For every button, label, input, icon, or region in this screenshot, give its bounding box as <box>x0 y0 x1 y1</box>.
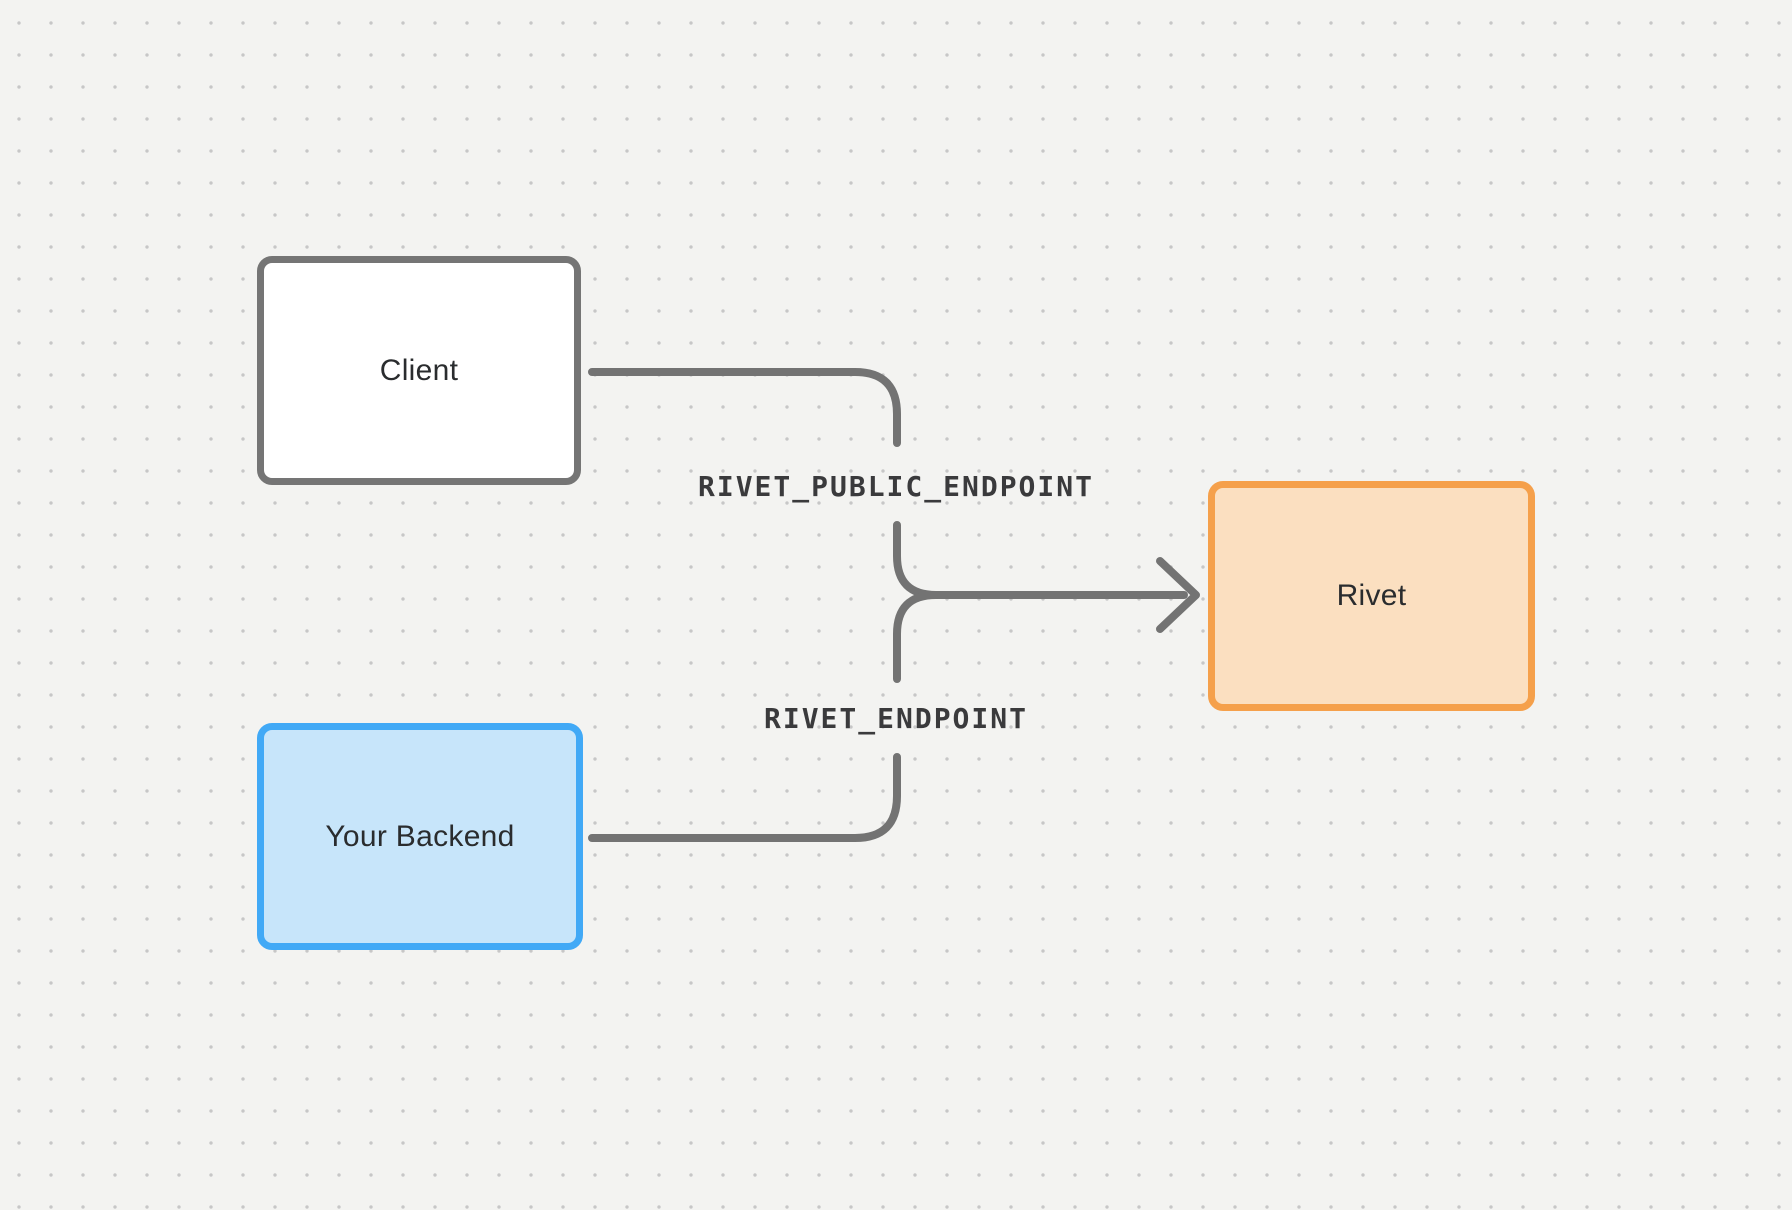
node-client: Client <box>257 256 581 485</box>
edge-label-rivet-public-endpoint: RIVET_PUBLIC_ENDPOINT <box>697 469 1094 503</box>
node-rivet: Rivet <box>1208 481 1535 711</box>
node-your-backend-label: Your Backend <box>325 819 515 853</box>
node-client-label: Client <box>379 353 459 387</box>
node-your-backend: Your Backend <box>257 723 583 950</box>
backend-wire-upper-segment-to-merge <box>893 591 940 683</box>
node-rivet-label: Rivet <box>1336 579 1407 612</box>
backend-wire-lower-segment <box>588 753 901 842</box>
client-wire-lower-segment-to-merge <box>893 521 1188 599</box>
edge-label-rivet-endpoint: RIVET_ENDPOINT <box>763 701 1028 735</box>
client-wire-upper-segment <box>588 368 901 447</box>
arrowhead-icon <box>1156 557 1200 633</box>
